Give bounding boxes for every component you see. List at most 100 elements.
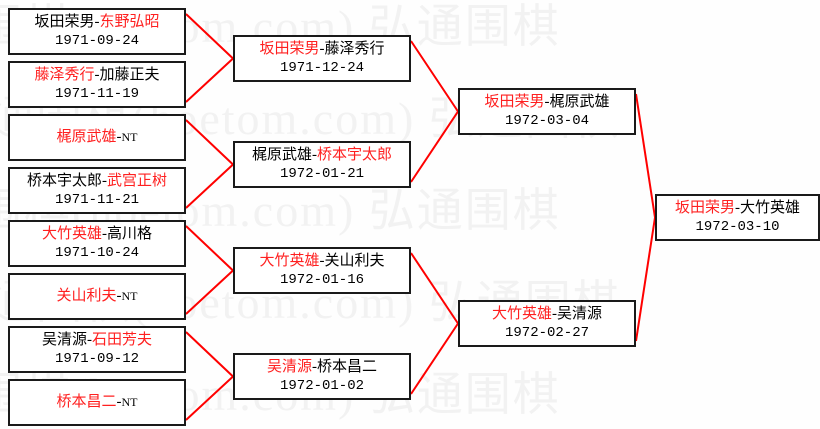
winner-name: 坂田荣男	[259, 41, 320, 57]
loser-name: 吴清源	[557, 306, 603, 322]
bracket-connector	[185, 13, 234, 60]
match-date: 1971-09-12	[54, 351, 139, 367]
bracket-connector	[185, 375, 234, 421]
bracket-connector	[185, 269, 234, 315]
match-players: 大竹英雄-关山利夫	[259, 252, 384, 271]
winner-name: 坂田荣男	[484, 94, 545, 110]
winner-name: 桥本昌二	[56, 394, 117, 410]
bracket-connector	[410, 110, 459, 183]
match-players: 大竹英雄-吴清源	[492, 305, 602, 324]
match-date: 1971-11-19	[54, 86, 139, 102]
winner-name: 东野弘昭	[99, 14, 160, 30]
winner-name: 武宫正树	[107, 173, 168, 189]
loser-name: 大竹英雄	[740, 200, 801, 216]
match-players: 坂田荣男-藤泽秀行	[259, 40, 384, 59]
bracket-connector	[410, 322, 459, 395]
winner-name: 梶原武雄	[56, 129, 117, 145]
match-date: 1971-09-24	[54, 33, 139, 49]
name-separator: -	[102, 173, 107, 189]
match-players: 大竹英雄-高川格	[42, 225, 152, 244]
winner-name: 石田芳夫	[92, 332, 153, 348]
match-players: 藤泽秀行-加藤正夫	[34, 66, 159, 85]
match-players: 梶原武雄-NT	[56, 128, 137, 147]
name-separator: -	[319, 253, 325, 269]
loser-name: 加藤正夫	[99, 67, 160, 83]
loser-name: 关山利夫	[324, 253, 385, 269]
name-separator: -	[94, 67, 100, 83]
match-players: 坂田荣男-东野弘昭	[34, 13, 159, 32]
bracket-connector	[635, 217, 656, 342]
winner-name: 吴清源	[266, 359, 312, 375]
loser-name: NT	[121, 395, 138, 409]
winner-name: 关山利夫	[56, 288, 117, 304]
bracket-connector	[185, 163, 234, 209]
winner-name: 桥本宇太郎	[317, 147, 393, 163]
name-separator: -	[116, 394, 122, 410]
bracket-connector	[185, 225, 234, 272]
name-separator: -	[552, 306, 557, 322]
name-separator: -	[102, 226, 107, 242]
bracket-connector	[410, 40, 459, 113]
match-date: 1971-10-24	[54, 245, 139, 261]
loser-name: NT	[121, 289, 138, 303]
match-box[interactable]: 梶原武雄-NT	[8, 114, 186, 161]
bracket-connector	[185, 331, 234, 378]
name-separator: -	[312, 147, 317, 163]
bracket-connector	[635, 93, 656, 218]
match-players: 坂田荣男-大竹英雄	[675, 199, 800, 218]
match-players: 吴清源-石田芳夫	[42, 331, 152, 350]
loser-name: NT	[121, 130, 138, 144]
name-separator: -	[544, 94, 550, 110]
match-date: 1972-01-16	[279, 272, 364, 288]
match-date: 1972-01-21	[279, 166, 364, 182]
loser-name: 梶原武雄	[549, 94, 610, 110]
name-separator: -	[735, 200, 740, 216]
loser-name: 梶原武雄	[251, 147, 312, 163]
winner-name: 大竹英雄	[41, 226, 102, 242]
match-date: 1971-11-21	[54, 192, 139, 208]
name-separator: -	[116, 129, 122, 145]
winner-name: 坂田荣男	[674, 200, 735, 216]
name-separator: -	[116, 288, 122, 304]
match-players: 关山利夫-NT	[56, 287, 137, 306]
loser-name: 坂田荣男	[34, 14, 95, 30]
match-players: 梶原武雄-桥本宇太郎	[252, 146, 392, 165]
bracket-connector	[185, 57, 234, 103]
loser-name: 吴清源	[41, 332, 87, 348]
loser-name: 桥本宇太郎	[26, 173, 102, 189]
bracket-connector	[185, 119, 234, 166]
match-date: 1972-02-27	[504, 325, 589, 341]
match-date: 1972-01-02	[279, 378, 364, 394]
match-date: 1972-03-10	[695, 219, 780, 235]
match-players: 桥本宇太郎-武宫正树	[27, 172, 167, 191]
bracket-connector	[410, 252, 459, 325]
loser-name: 桥本昌二	[317, 359, 378, 375]
name-separator: -	[312, 359, 317, 375]
loser-name: 高川格	[107, 226, 153, 242]
loser-name: 藤泽秀行	[324, 41, 385, 57]
winner-name: 大竹英雄	[491, 306, 552, 322]
match-box[interactable]: 关山利夫-NT	[8, 273, 186, 320]
match-players: 桥本昌二-NT	[56, 393, 137, 412]
name-separator: -	[87, 332, 92, 348]
match-players: 坂田荣男-梶原武雄	[484, 93, 609, 112]
match-box[interactable]: 桥本昌二-NT	[8, 379, 186, 426]
name-separator: -	[319, 41, 325, 57]
name-separator: -	[94, 14, 100, 30]
winner-name: 藤泽秀行	[34, 67, 95, 83]
match-players: 吴清源-桥本昌二	[267, 358, 377, 377]
winner-name: 大竹英雄	[259, 253, 320, 269]
